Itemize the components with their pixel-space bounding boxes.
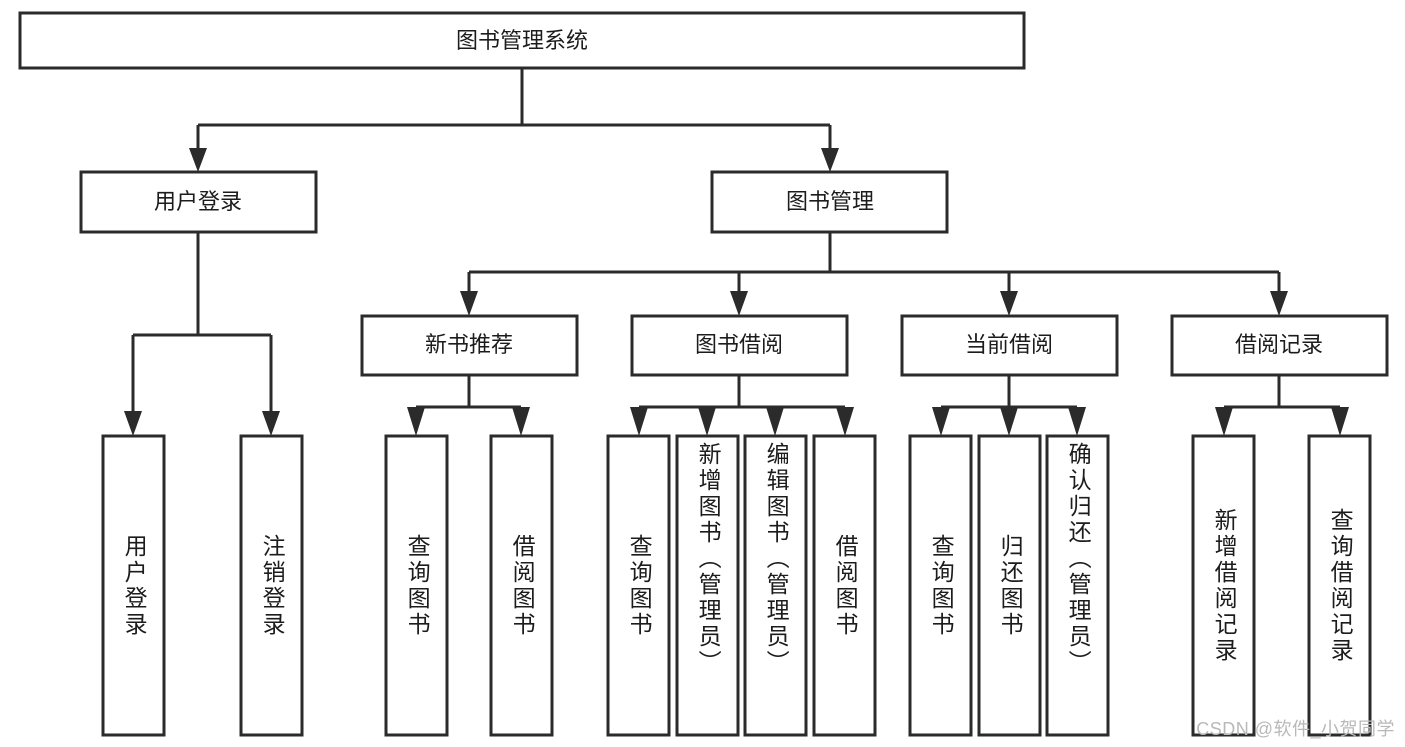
node-current-borrow-label: 当前借阅 (965, 332, 1053, 357)
node-current-borrow-box[interactable] (900, 314, 1119, 377)
leaf-box-new-book-1[interactable] (384, 434, 449, 737)
arrow-leaf-new-book-1 (407, 407, 425, 436)
node-user-login[interactable]: 用户登录 (79, 170, 318, 234)
arrow-leaf-borrow-record-2 (1331, 407, 1349, 436)
arrow-to-borrow-record (1270, 291, 1288, 316)
node-book-borrow[interactable]: 图书借阅 (630, 314, 849, 377)
arrow-to-new-book (460, 291, 478, 316)
leaf-box-book-borrow-2[interactable] (675, 434, 740, 737)
leaf-box-book-borrow-1[interactable] (606, 434, 671, 737)
node-book-borrow-box[interactable] (630, 314, 849, 377)
connector-group (124, 68, 1349, 436)
node-book-management[interactable]: 图书管理 (710, 170, 949, 234)
arrow-to-book-borrow (730, 291, 748, 316)
arrow-leaf-current-borrow-3 (1068, 407, 1086, 436)
leaf-box-book-borrow-4[interactable] (812, 434, 877, 737)
node-user-login-label: 用户登录 (154, 189, 242, 214)
leaf-box-user-login-2[interactable] (239, 434, 304, 737)
node-book-management-box[interactable] (710, 170, 949, 234)
leaf-box-current-borrow-2[interactable] (977, 434, 1042, 737)
arrow-leaf-borrow-record-1 (1215, 407, 1233, 436)
node-borrow-record-label: 借阅记录 (1235, 332, 1323, 357)
leaf-box-current-borrow-3[interactable] (1045, 434, 1110, 737)
node-book-management-label: 图书管理 (786, 189, 874, 214)
arrow-to-book-mgmt (821, 148, 839, 172)
leaf-box-group (101, 434, 1372, 737)
node-book-borrow-label: 图书借阅 (695, 332, 783, 357)
node-new-book-recommend[interactable]: 新书推荐 (360, 314, 579, 377)
node-new-book-recommend-label: 新书推荐 (425, 332, 513, 357)
arrow-leaf-new-book-2 (512, 407, 530, 436)
arrow-leaf-book-borrow-2 (698, 407, 716, 436)
leaf-box-new-book-2[interactable] (489, 434, 554, 737)
node-borrow-record-box[interactable] (1170, 314, 1389, 377)
node-root-box[interactable] (18, 11, 1026, 70)
arrow-leaf-current-borrow-2 (1000, 407, 1018, 436)
arrow-leaf-book-borrow-1 (630, 407, 648, 436)
node-user-login-box[interactable] (79, 170, 318, 234)
arrow-leaf-user-login-1 (124, 411, 142, 436)
arrow-to-current-borrow (1000, 291, 1018, 316)
arrow-leaf-book-borrow-4 (836, 407, 854, 436)
leaf-box-borrow-record-2[interactable] (1307, 434, 1372, 737)
leaf-box-book-borrow-3[interactable] (743, 434, 808, 737)
arrow-leaf-user-login-2 (262, 411, 280, 436)
node-new-book-recommend-box[interactable] (360, 314, 579, 377)
leaf-box-current-borrow-1[interactable] (908, 434, 973, 737)
arrow-to-user-login (189, 148, 207, 172)
leaf-box-user-login-1[interactable] (101, 434, 166, 737)
arrow-leaf-current-borrow-1 (932, 407, 950, 436)
node-borrow-record[interactable]: 借阅记录 (1170, 314, 1389, 377)
arrow-leaf-book-borrow-3 (766, 407, 784, 436)
node-root-label: 图书管理系统 (456, 28, 588, 53)
node-root[interactable]: 图书管理系统 (18, 11, 1026, 70)
leaf-box-borrow-record-1[interactable] (1191, 434, 1256, 737)
node-current-borrow[interactable]: 当前借阅 (900, 314, 1119, 377)
